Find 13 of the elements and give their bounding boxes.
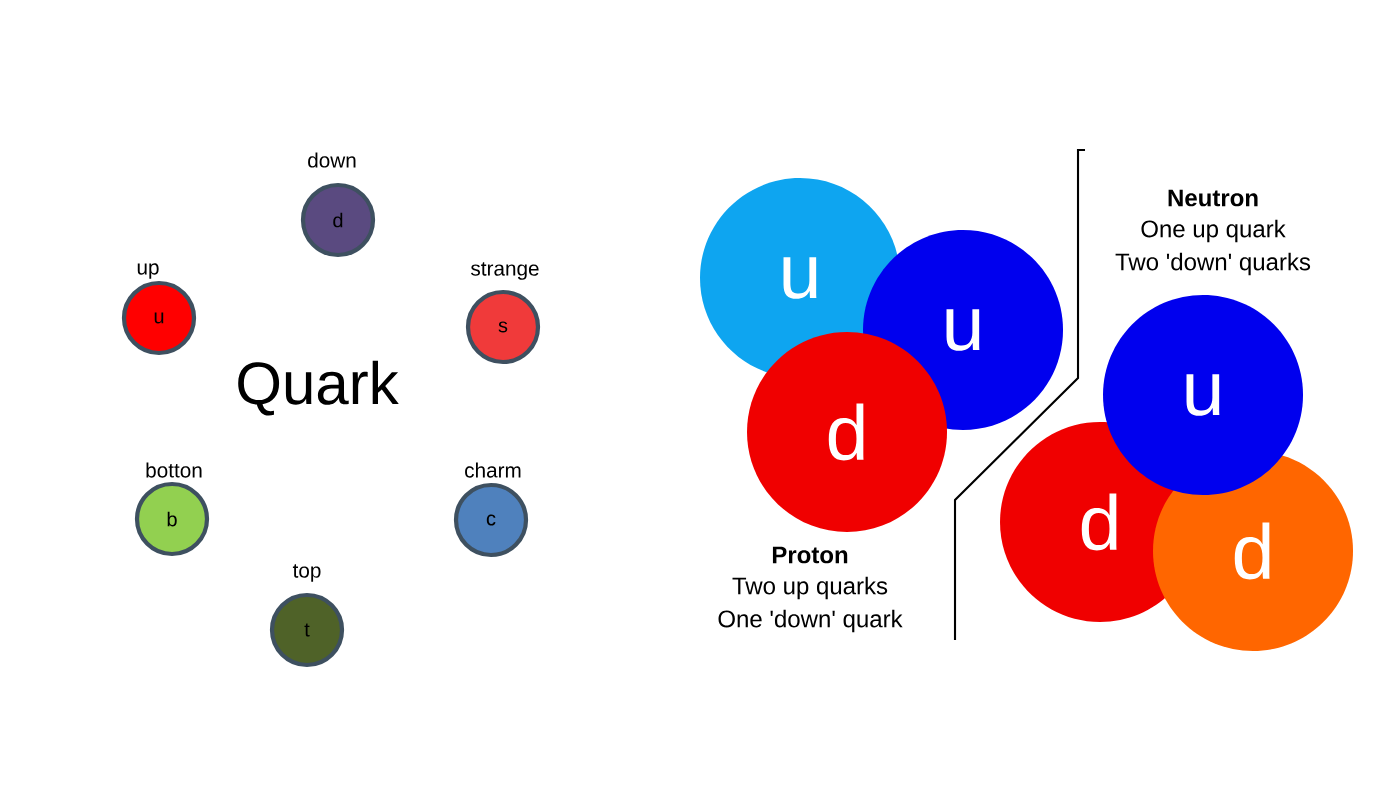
description-text: One 'down' quark	[718, 609, 903, 633]
description-text: One up quark	[1141, 219, 1286, 243]
quark-name: down	[308, 152, 356, 168]
quark-name: strange	[471, 262, 539, 280]
quark-name: up	[137, 263, 159, 279]
quark-ball: d	[747, 332, 947, 532]
quark-name: botton	[146, 462, 202, 478]
description-text: Two 'down' quarks	[1115, 252, 1311, 276]
quark-name: charm	[465, 462, 521, 478]
title-text: Quark	[238, 360, 399, 416]
description-text: Two up quarks	[732, 576, 888, 600]
heading-text: Neutron	[1168, 189, 1258, 207]
quark-name: top	[292, 564, 321, 582]
